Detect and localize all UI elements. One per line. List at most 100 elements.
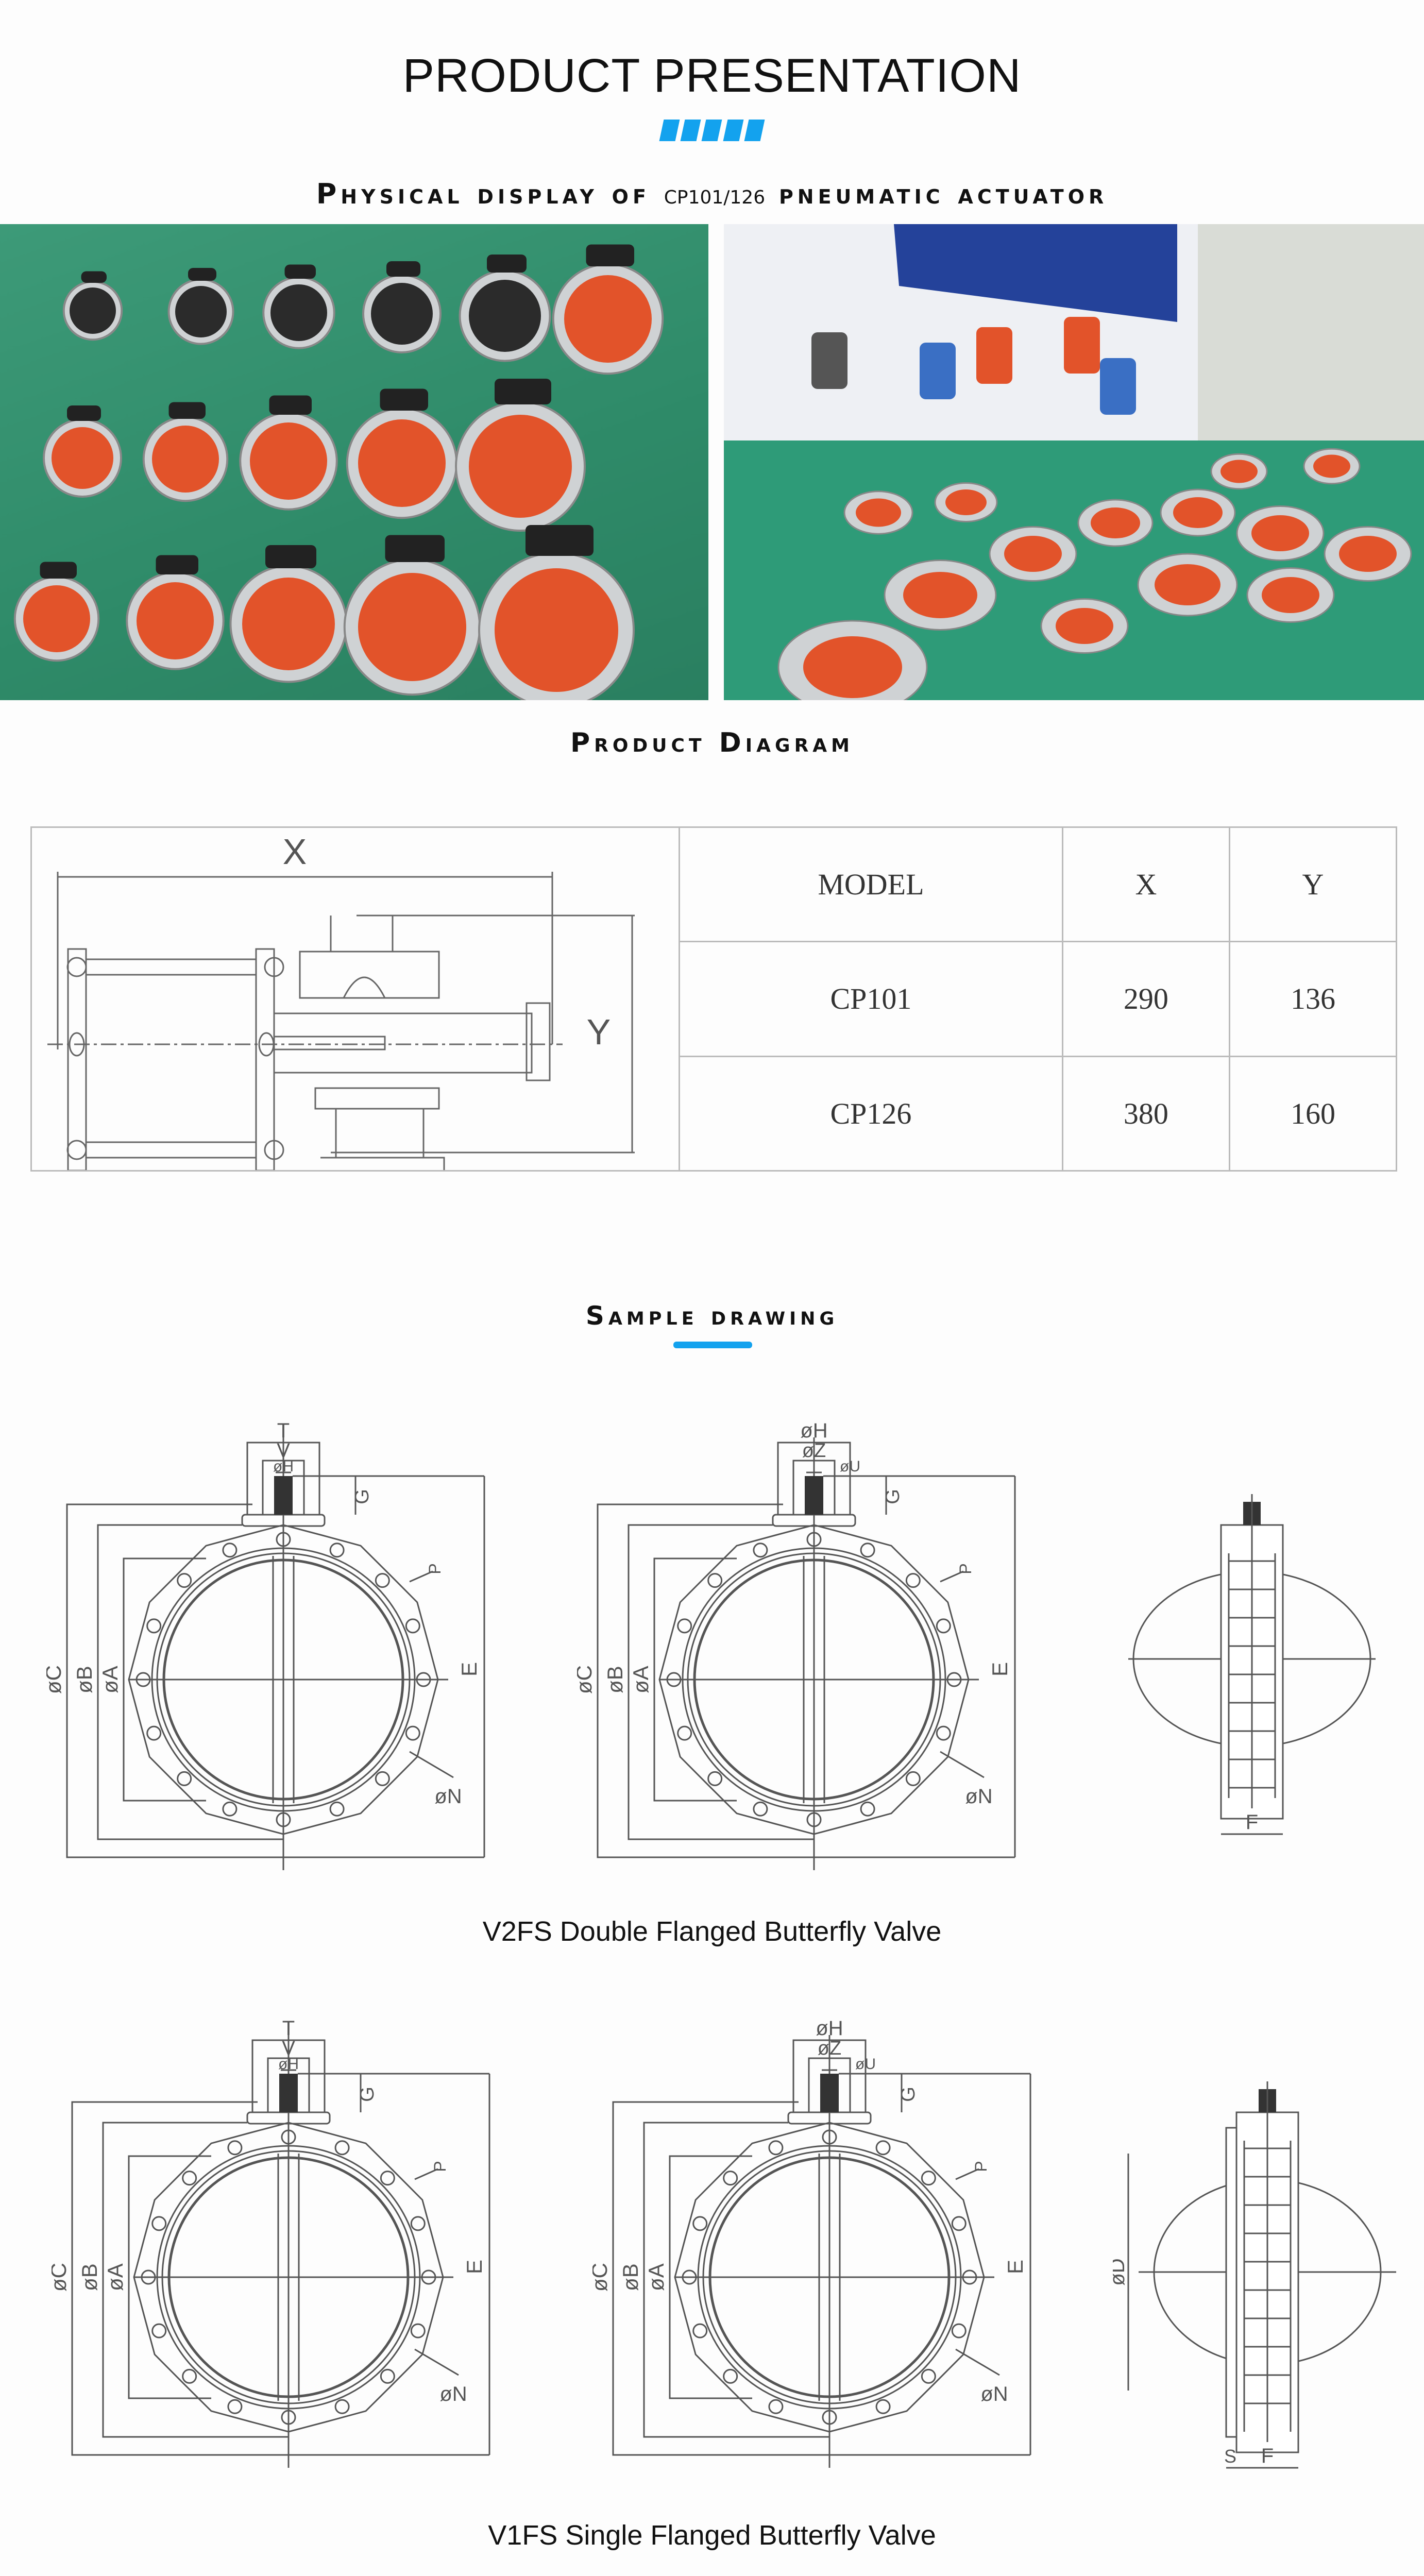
- table-row: CP101 290 136: [679, 941, 1398, 1057]
- nut: [264, 1140, 284, 1160]
- actuator-body: [525, 525, 594, 556]
- actuator-body: [156, 555, 198, 574]
- label-c: øC: [577, 1665, 596, 1694]
- valve-disc: [1173, 497, 1223, 528]
- valve-stem: [279, 2074, 298, 2112]
- product-diagram-heading: Product Diagram: [570, 727, 854, 758]
- actuator-body: [385, 535, 445, 562]
- label-g: G: [897, 2087, 919, 2102]
- actuator-body: [265, 545, 316, 568]
- label-f: F: [1246, 1811, 1258, 1834]
- banner-product-image: [976, 327, 1012, 384]
- label-n: øN: [965, 1785, 992, 1808]
- heading-model: CP101/126: [664, 187, 766, 208]
- leaders: [409, 1570, 454, 1778]
- heading-underline: [673, 1342, 752, 1348]
- banner-product-image: [1064, 317, 1100, 374]
- valve-stem: [820, 2074, 839, 2112]
- bolt-hole: [146, 1618, 162, 1634]
- dim-mid: [262, 1460, 305, 1515]
- label-c: øC: [46, 1665, 65, 1694]
- product-photo-left: [0, 224, 708, 700]
- flange-outline: [133, 2122, 444, 2433]
- valve-disc: [250, 422, 327, 500]
- valve-disc: [70, 287, 116, 334]
- bolt-hole: [768, 2399, 784, 2414]
- bolt-hole: [860, 1543, 875, 1558]
- mount-bracket: [314, 1087, 445, 1170]
- label-inner: øU: [840, 1458, 860, 1475]
- bolt-hole: [380, 2171, 395, 2186]
- valve-stem: [274, 1476, 293, 1515]
- cell-y: 136: [1228, 941, 1398, 1057]
- bolt-hole: [951, 2216, 967, 2231]
- label-top: øH: [816, 2020, 843, 2040]
- valve-disc: [152, 426, 219, 493]
- valve-stem: [805, 1476, 823, 1515]
- bolt-hole: [227, 2140, 243, 2156]
- bolt-hole: [410, 2216, 426, 2231]
- cell-model: CP101: [679, 941, 1063, 1057]
- bolt-hole: [329, 1801, 345, 1817]
- label-b: øB: [618, 2263, 642, 2291]
- bolt-hole: [951, 2323, 967, 2338]
- valve-disc: [1262, 577, 1319, 613]
- flange-outline: [128, 1524, 439, 1835]
- valve-disc: [371, 283, 433, 345]
- dim-top: [246, 1442, 320, 1515]
- label-c: øC: [592, 2263, 612, 2292]
- label-inner: øU: [855, 2056, 876, 2073]
- dim-c-b-a: [66, 1503, 283, 1858]
- heading-prefix: Physical display of: [316, 178, 650, 210]
- bolt-hole: [692, 2323, 708, 2338]
- x-dimension-label: X: [283, 832, 307, 872]
- label-e: E: [1003, 2260, 1027, 2274]
- valve-disc: [469, 415, 572, 518]
- valve-disc: [1004, 536, 1062, 572]
- label-n: øN: [439, 2383, 467, 2405]
- bolt-hole: [677, 1725, 692, 1741]
- label-g: G: [882, 1489, 904, 1504]
- bolt-hole: [405, 1725, 420, 1741]
- valve-disc: [1339, 536, 1397, 572]
- bolt-hole: [768, 2140, 784, 2156]
- dim-g-e: [814, 1475, 1016, 1858]
- actuator-drawing: X Y: [47, 832, 635, 1170]
- leaders: [414, 2168, 459, 2376]
- bolt-hole: [182, 2171, 197, 2186]
- bolt-hole: [692, 2216, 708, 2231]
- bolt-hole: [222, 1801, 238, 1817]
- sample-drawing-heading: Sample drawing: [585, 1301, 839, 1331]
- actuator-body: [386, 261, 420, 277]
- valve-disc: [52, 427, 113, 489]
- dim-g-e: [283, 1475, 485, 1858]
- dim-g-e: [289, 2073, 490, 2456]
- label-mid: øZ: [802, 1440, 826, 1462]
- label-mid: V: [282, 2038, 295, 2059]
- label-a: øA: [629, 1666, 653, 1693]
- valve-disc: [175, 286, 227, 337]
- label-a: øA: [644, 2263, 668, 2291]
- bolt-hole: [182, 2368, 197, 2384]
- bolt-hole: [860, 1801, 875, 1817]
- product-photo-right: [724, 224, 1424, 700]
- bolt-hole: [921, 2171, 936, 2186]
- bolt-hole: [753, 1543, 768, 1558]
- label-a: øA: [98, 1666, 122, 1693]
- dim-c-b-a: [71, 2101, 289, 2456]
- bolt-hole: [410, 2323, 426, 2338]
- actuator-body: [284, 264, 316, 279]
- bolt-hole: [375, 1573, 390, 1588]
- valve-disc: [856, 498, 901, 527]
- actuator-body: [67, 405, 101, 421]
- single-flange: [1225, 2127, 1237, 2438]
- actuator-body: [380, 388, 428, 411]
- bolt-hole: [921, 2368, 936, 2384]
- actuator-body: [188, 268, 216, 281]
- actuator-body: [40, 562, 77, 579]
- top-bracket: [299, 916, 440, 999]
- flange-outline: [658, 1524, 970, 1835]
- header-model: MODEL: [679, 826, 1063, 943]
- valve-disc: [1220, 460, 1258, 483]
